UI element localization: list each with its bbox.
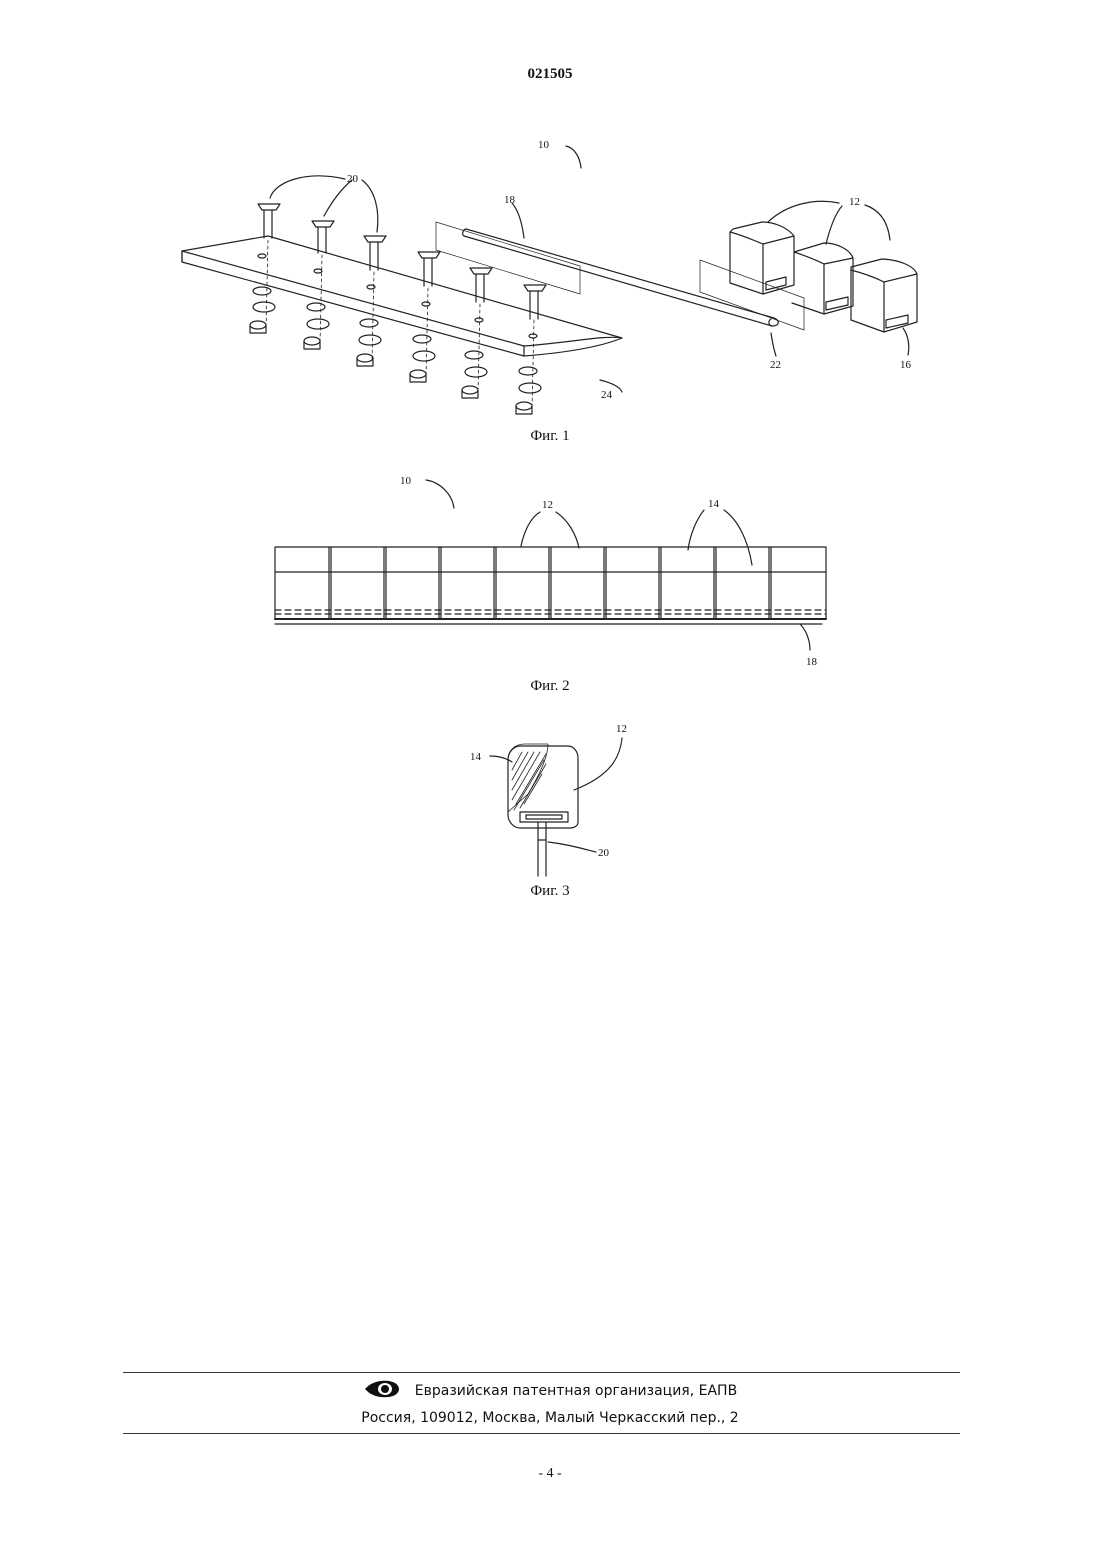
fig3-label-20: 20 xyxy=(598,847,610,859)
fig1-label-18: 18 xyxy=(504,194,516,206)
fig3-label-12: 12 xyxy=(616,723,627,735)
footer-address: Россия, 109012, Москва, Малый Черкасский… xyxy=(0,1410,1100,1426)
fig1-modules xyxy=(730,201,917,355)
eapo-eye-logo-icon xyxy=(363,1379,401,1403)
fig1-drawing xyxy=(182,146,917,414)
footer-divider-bottom xyxy=(123,1433,960,1434)
page-number: - 4 - xyxy=(0,1466,1100,1482)
fig1-label-22: 22 xyxy=(770,359,781,371)
fig1-label-10: 10 xyxy=(538,139,550,151)
fig1-label-12: 12 xyxy=(849,196,860,208)
fig3-caption: Фиг. 3 xyxy=(530,883,569,899)
fig1-bolts xyxy=(258,204,546,319)
fig2-caption: Фиг. 2 xyxy=(530,678,569,694)
footer-org-name: Евразийская патентная организация, ЕАПВ xyxy=(415,1383,737,1399)
footer-divider-top xyxy=(123,1372,960,1373)
footer-organization: Евразийская патентная организация, ЕАПВ xyxy=(0,1379,1100,1403)
fig2-label-14: 14 xyxy=(708,498,720,510)
fig1-label-24: 24 xyxy=(601,389,613,401)
fig2-label-18: 18 xyxy=(806,656,818,668)
fig1-washers-nuts xyxy=(250,287,541,414)
patent-drawings: 10 20 18 12 22 16 24 Фиг. 1 10 12 14 18 … xyxy=(0,0,1100,920)
fig1-label-16: 16 xyxy=(900,359,912,371)
fig2-label-12: 12 xyxy=(542,499,553,511)
fig2-label-10: 10 xyxy=(400,475,412,487)
fig1-caption: Фиг. 1 xyxy=(530,428,569,444)
fig3-label-14: 14 xyxy=(470,751,482,763)
fig1-label-20: 20 xyxy=(347,173,359,185)
